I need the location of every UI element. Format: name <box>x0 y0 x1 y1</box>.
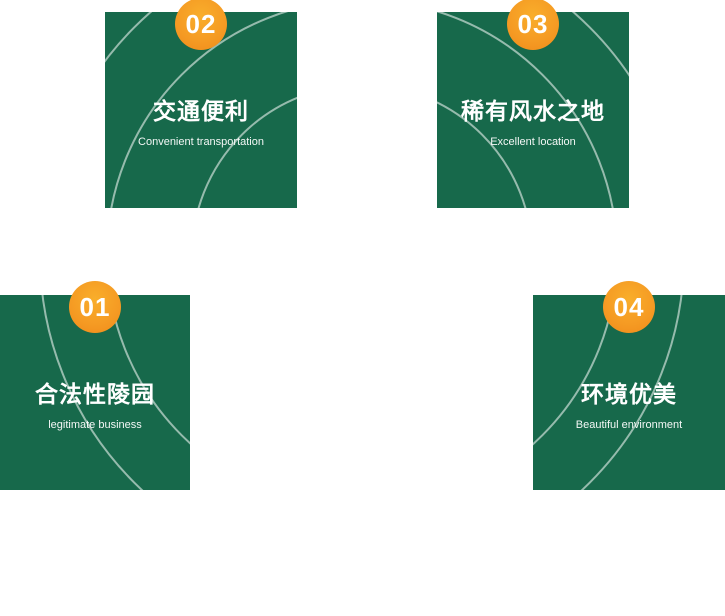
card-title: 合法性陵园 <box>35 381 155 407</box>
card-subtitle: Excellent location <box>490 135 576 148</box>
card-title: 稀有风水之地 <box>461 98 605 124</box>
feature-card-01: 01 合法性陵园 legitimate business <box>0 281 190 490</box>
number-badge-02: 02 <box>175 0 227 50</box>
card-body: 交通便利 Convenient transportation <box>105 98 297 149</box>
number-badge-01: 01 <box>69 281 121 333</box>
feature-card-02: 02 交通便利 Convenient transportation <box>105 0 297 208</box>
number-badge-03: 03 <box>507 0 559 50</box>
number-badge-04: 04 <box>603 281 655 333</box>
feature-card-04: 04 环境优美 Beautiful environment <box>533 281 725 490</box>
card-body: 合法性陵园 legitimate business <box>0 381 190 432</box>
badge-number: 01 <box>79 292 111 322</box>
badge-number: 03 <box>517 9 549 39</box>
card-title: 环境优美 <box>581 381 677 407</box>
card-body: 稀有风水之地 Excellent location <box>437 98 629 149</box>
badge-number: 02 <box>185 9 217 39</box>
feature-card-03: 03 稀有风水之地 Excellent location <box>437 0 629 208</box>
card-subtitle: Convenient transportation <box>138 135 264 148</box>
card-subtitle: legitimate business <box>48 418 142 431</box>
card-subtitle: Beautiful environment <box>575 418 683 431</box>
card-title: 交通便利 <box>153 98 249 124</box>
badge-number: 04 <box>613 292 645 322</box>
card-body: 环境优美 Beautiful environment <box>533 381 725 432</box>
